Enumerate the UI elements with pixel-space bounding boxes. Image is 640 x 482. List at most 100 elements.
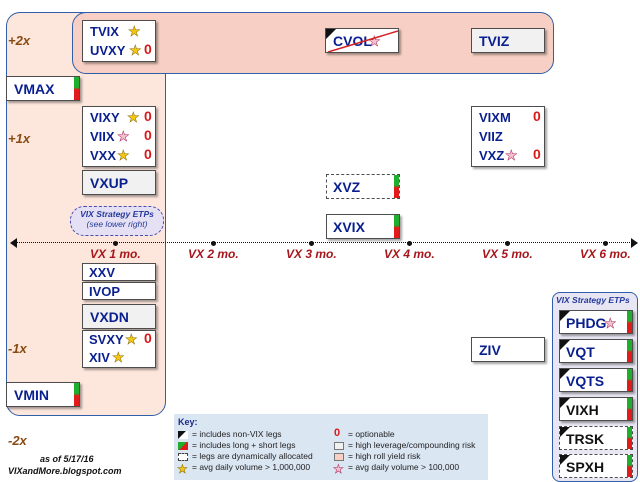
ticker-viiz: VIIZ <box>479 129 503 144</box>
ticker-box-vmax: VMAX <box>6 76 80 101</box>
dynamic-allocation-icon <box>178 453 188 461</box>
y-label-minus2: -2x <box>8 433 27 448</box>
non-vix-legs-icon <box>560 311 570 321</box>
non-vix-legs-icon <box>560 340 570 350</box>
volume-star-icon: ★ <box>177 462 188 477</box>
legend-key: Key: = includes non-VIX legs = includes … <box>174 414 488 480</box>
ticker-xvix: XVIX <box>333 219 365 235</box>
ticker-vxx: VXX <box>90 148 117 163</box>
ticker-box-tvix-uvxy: TVIX ★ UVXY ★ 0 <box>82 20 156 62</box>
volume-star-icon: ★ <box>128 23 141 39</box>
ticker-box-vxdn: VXDN <box>82 304 156 329</box>
volume-star-icon: ★ <box>125 331 138 347</box>
ticker-box-cvol: CVOL ★ <box>325 28 399 53</box>
ticker-vxz: VXZ <box>479 148 505 163</box>
y-label-plus1: +1x <box>8 131 31 146</box>
x-label-1: VX 1 mo. <box>90 247 141 261</box>
ticker-ziv: ZIV <box>479 342 501 358</box>
x-label-2: VX 2 mo. <box>188 247 239 261</box>
ticker-xvz: XVZ <box>333 179 361 195</box>
ticker-tvix: TVIX <box>90 24 119 39</box>
ticker-box-ziv: ZIV <box>471 337 545 362</box>
non-vix-legs-icon <box>560 398 570 408</box>
axis-left-arrow <box>10 238 17 248</box>
strategy-ticker-spxh: SPXH <box>566 459 605 475</box>
x-label-6: VX 6 mo. <box>580 247 631 261</box>
axis-tick-3 <box>309 241 314 246</box>
footer-date: as of 5/17/16 <box>40 454 94 464</box>
volume-star-icon: ★ <box>117 147 130 163</box>
non-vix-legs-icon <box>560 455 570 465</box>
ticker-vmax: VMAX <box>14 81 55 97</box>
volume-star-icon: ★ <box>112 349 125 365</box>
strategy-ticker-vixh: VIXH <box>566 402 599 418</box>
ticker-svxy: SVXY <box>89 332 124 347</box>
ticker-box-vmin: VMIN <box>6 382 80 407</box>
optionable-mark: 0 <box>144 127 152 143</box>
long-short-legs-icon <box>627 340 632 362</box>
roll-yield-icon <box>334 453 344 461</box>
x-label-5: VX 5 mo. <box>482 247 533 261</box>
strategy-ticker-vqts: VQTS <box>566 373 605 389</box>
axis-tick-4 <box>407 241 412 246</box>
ticker-box-vixy-viix-vxx: VIXY ★ 0 VIIX ★ 0 VXX ★ 0 <box>82 106 156 167</box>
long-short-legs-icon <box>394 175 399 198</box>
optionable-mark: 0 <box>144 108 152 124</box>
strategy-ticker-vqt: VQT <box>566 344 595 360</box>
optionable-mark: 0 <box>144 41 152 57</box>
axis-tick-2 <box>211 241 216 246</box>
optionable-mark: 0 <box>533 146 541 162</box>
ticker-xiv: XIV <box>89 350 110 365</box>
ticker-vmin: VMIN <box>14 387 49 403</box>
strategy-box-trsk: TRSK <box>559 426 633 450</box>
ticker-vixm: VIXM <box>479 110 511 125</box>
strategy-box-spxh: SPXH <box>559 454 633 478</box>
long-short-legs-icon <box>627 369 632 391</box>
x-label-3: VX 3 mo. <box>286 247 337 261</box>
x-label-4: VX 4 mo. <box>384 247 435 261</box>
legend-item-dynamic: = legs are dynamically allocated <box>192 451 313 461</box>
strategy-ticker-trsk: TRSK <box>566 431 605 447</box>
ticker-box-xxv: XXV <box>82 263 156 281</box>
axis-tick-1 <box>113 241 118 246</box>
ticker-uvxy: UVXY <box>90 43 126 58</box>
ticker-box-vixm-viiz-vxz: VIXM 0 VIIZ VXZ ★ 0 <box>471 106 545 167</box>
ticker-ivop: IVOP <box>89 284 121 299</box>
axis-tick-6 <box>603 241 608 246</box>
volume-star-icon: ★ <box>333 462 344 477</box>
ticker-viix: VIIX <box>90 129 115 144</box>
ticker-xxv: XXV <box>89 265 116 280</box>
volume-star-icon: ★ <box>117 128 130 144</box>
long-short-legs-icon <box>627 455 632 477</box>
volume-star-icon: ★ <box>505 147 518 163</box>
ticker-box-xvz: XVZ <box>326 174 400 199</box>
y-label-minus1: -1x <box>8 341 27 356</box>
strategy-ticker-phdg: PHDG <box>566 315 607 331</box>
volume-star-icon: ★ <box>604 315 617 331</box>
strategy-note: VIX Strategy ETPs (see lower right) <box>70 206 164 236</box>
strategy-note-subtitle: (see lower right) <box>86 219 148 229</box>
non-vix-legs-icon <box>560 427 570 437</box>
legend-item-non-vix: = includes non-VIX legs <box>192 429 282 439</box>
axis-right-arrow <box>631 238 638 248</box>
legend-item-volume-100k: = avg daily volume > 100,000 <box>348 462 460 472</box>
footer-source: VIXandMore.blogspot.com <box>8 466 122 476</box>
ticker-box-tviz: TVIZ <box>471 28 545 53</box>
volume-star-icon: ★ <box>127 109 140 125</box>
strategy-box-phdg: PHDG ★ <box>559 310 633 334</box>
discontinued-strike-icon <box>327 30 398 52</box>
optionable-icon: 0 <box>334 427 341 439</box>
long-short-legs-icon <box>178 442 188 450</box>
legend-item-volume-1m: = avg daily volume > 1,000,000 <box>192 462 311 472</box>
ticker-box-xvix: XVIX <box>326 214 400 239</box>
high-leverage-icon <box>334 442 344 450</box>
ticker-vxdn: VXDN <box>90 309 129 325</box>
non-vix-legs-icon <box>326 29 336 39</box>
optionable-mark: 0 <box>144 330 152 346</box>
optionable-mark: 0 <box>144 146 152 162</box>
long-short-legs-icon <box>394 215 399 238</box>
long-short-legs-icon <box>74 383 79 406</box>
legend-title: Key: <box>178 417 198 427</box>
optionable-mark: 0 <box>533 108 541 124</box>
long-short-legs-icon <box>627 427 632 449</box>
